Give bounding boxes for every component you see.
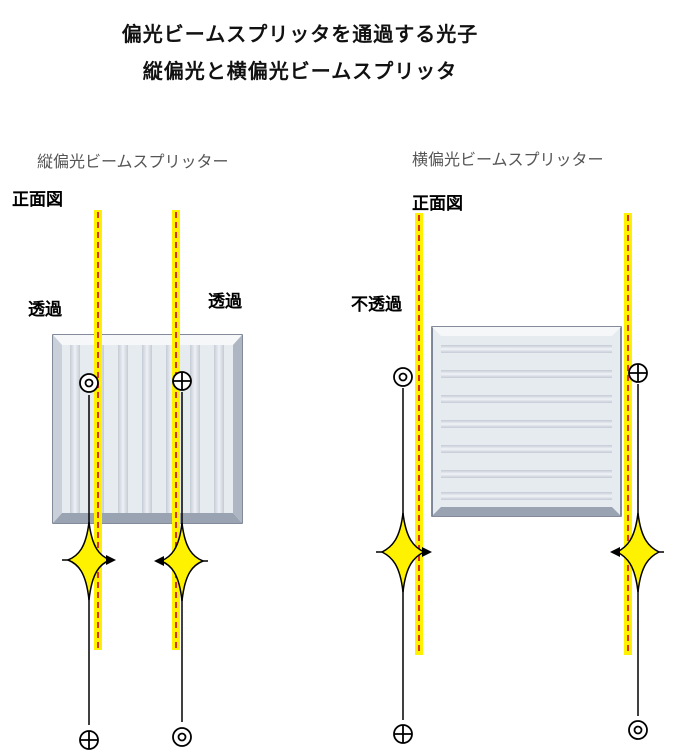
dot-circle-icon [628, 720, 648, 740]
left-view-label: 正面図 [12, 190, 63, 210]
right-view-label: 正面図 [412, 194, 463, 214]
right-beam-1-label: 不透過 [351, 295, 402, 315]
photon-wavepacket-right-2 [610, 512, 664, 593]
title-line-1: 偏光ビームスプリッタを通過する光子 [121, 22, 479, 46]
left-beam-2-label: 透過 [208, 292, 242, 312]
horizontal-beam-splitter [431, 326, 622, 517]
photon-wavepacket-right-1 [376, 512, 432, 593]
beam-right-2 [624, 213, 632, 655]
beam-right-1 [415, 213, 423, 655]
dot-circle-icon [79, 373, 99, 393]
plus-circle-icon [79, 730, 99, 750]
photon-wavepacket-left-2 [154, 522, 208, 602]
horizontal-slats [441, 345, 612, 500]
left-beam-1-label: 透過 [28, 300, 62, 320]
title-line-2: 縦偏光と横偏光ビームスプリッタ [142, 59, 458, 83]
vertical-beam-splitter [52, 334, 243, 524]
beam-left-1 [94, 210, 102, 650]
dot-circle-icon [393, 367, 413, 387]
right-panel-heading: 横偏光ビームスプリッター [412, 150, 604, 169]
dot-circle-icon [172, 727, 192, 747]
plus-circle-icon [393, 724, 413, 744]
photon-wavepacket-left-1 [62, 521, 116, 601]
plus-circle-icon [172, 371, 192, 391]
plus-circle-icon [628, 363, 648, 383]
left-panel-heading: 縦偏光ビームスプリッター [37, 152, 229, 171]
